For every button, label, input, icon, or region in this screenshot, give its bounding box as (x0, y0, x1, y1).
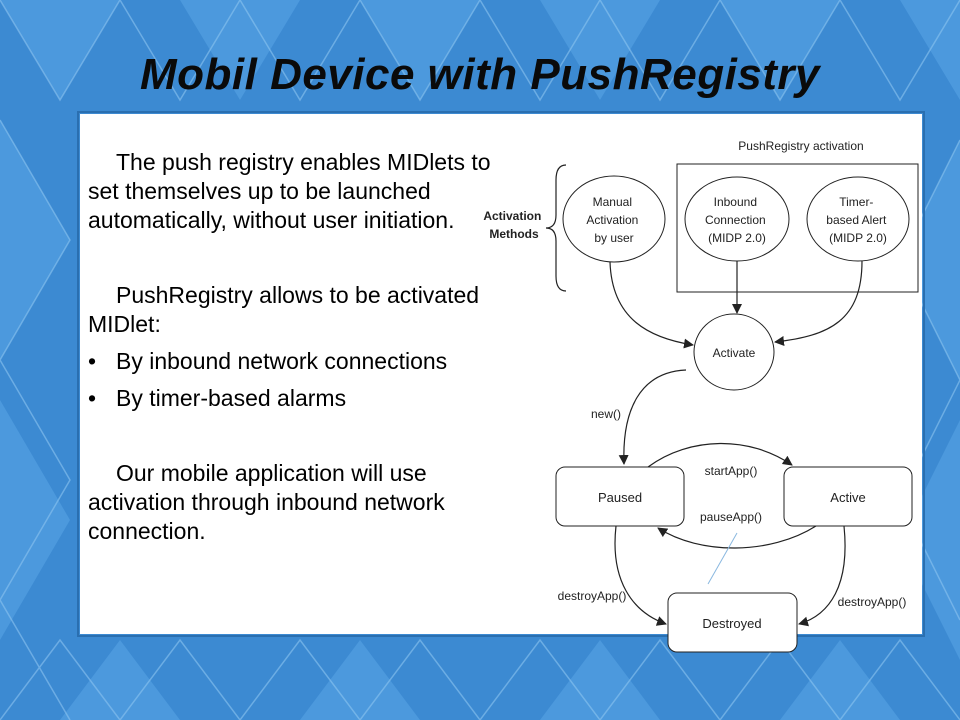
node-label-line: Activation (586, 213, 638, 227)
brace-label: Activation Methods (483, 209, 544, 241)
active-state-node (783, 466, 913, 527)
edge-manual-to-activate (609, 261, 694, 349)
bullet-symbol: • (88, 348, 97, 374)
edge-label-new: new() (591, 407, 621, 421)
destroyed-state-node (667, 592, 798, 653)
activate-label: Activate (713, 346, 756, 360)
bullet-item: • By timer-based alarms (88, 384, 508, 413)
edge-label-startapp: startApp() (705, 464, 758, 478)
node-label-line: (MIDP 2.0) (829, 231, 887, 245)
edge-active-to-paused (657, 525, 817, 549)
edge-label-pauseapp: pauseApp() (700, 510, 762, 524)
slide-body: The push registry enables MIDlets to set… (88, 148, 508, 546)
connector-line (707, 532, 738, 585)
inbound-connection-label: Inbound Connection (MIDP 2.0) (705, 195, 769, 245)
brace-label-line: Activation (483, 209, 541, 223)
edge-label-destroyapp-right: destroyApp() (838, 595, 907, 609)
body-paragraph: The push registry enables MIDlets to set… (88, 149, 491, 233)
edge-activate-to-paused (618, 369, 687, 465)
body-paragraph: Our mobile application will use activati… (88, 460, 445, 544)
timer-alert-label: Timer- based Alert (MIDP 2.0) (826, 195, 889, 245)
edge-label-destroyapp-left: destroyApp() (558, 589, 627, 603)
manual-activation-label: Manual Activation by user (586, 195, 641, 245)
body-paragraph: PushRegistry allows to be activated MIDl… (88, 282, 480, 337)
edge-paused-to-active (647, 442, 793, 468)
node-label-line: Manual (593, 195, 632, 209)
node-label-line: (MIDP 2.0) (708, 231, 766, 245)
destroyed-state-label: Destroyed (702, 616, 761, 631)
node-label-line: by user (594, 231, 633, 245)
timer-alert-node (806, 176, 910, 262)
brace-label-line: Methods (489, 227, 539, 241)
node-label-line: Timer- (839, 195, 873, 209)
group-label: PushRegistry activation (738, 139, 863, 153)
manual-activation-node (562, 175, 666, 263)
edge-active-to-destroyed (798, 525, 846, 627)
activate-node (693, 313, 775, 391)
slide-title: Mobil Device with PushRegistry (139, 50, 821, 99)
paused-state-label: Paused (598, 490, 642, 505)
edge-timer-to-activate (774, 260, 863, 346)
paused-state-node (555, 466, 685, 527)
bullet-text: By inbound network connections (116, 348, 448, 374)
node-label-line: Inbound (714, 195, 757, 209)
activation-brace (545, 164, 567, 292)
pushregistry-group-box (676, 163, 919, 293)
bullet-symbol: • (88, 385, 97, 411)
edge-paused-to-destroyed (614, 525, 667, 626)
active-state-label: Active (830, 490, 865, 505)
node-label-line: Connection (705, 213, 766, 227)
bullet-text: By timer-based alarms (116, 385, 347, 411)
bullet-item: • By inbound network connections (88, 347, 508, 376)
node-label-line: based Alert (826, 213, 887, 227)
